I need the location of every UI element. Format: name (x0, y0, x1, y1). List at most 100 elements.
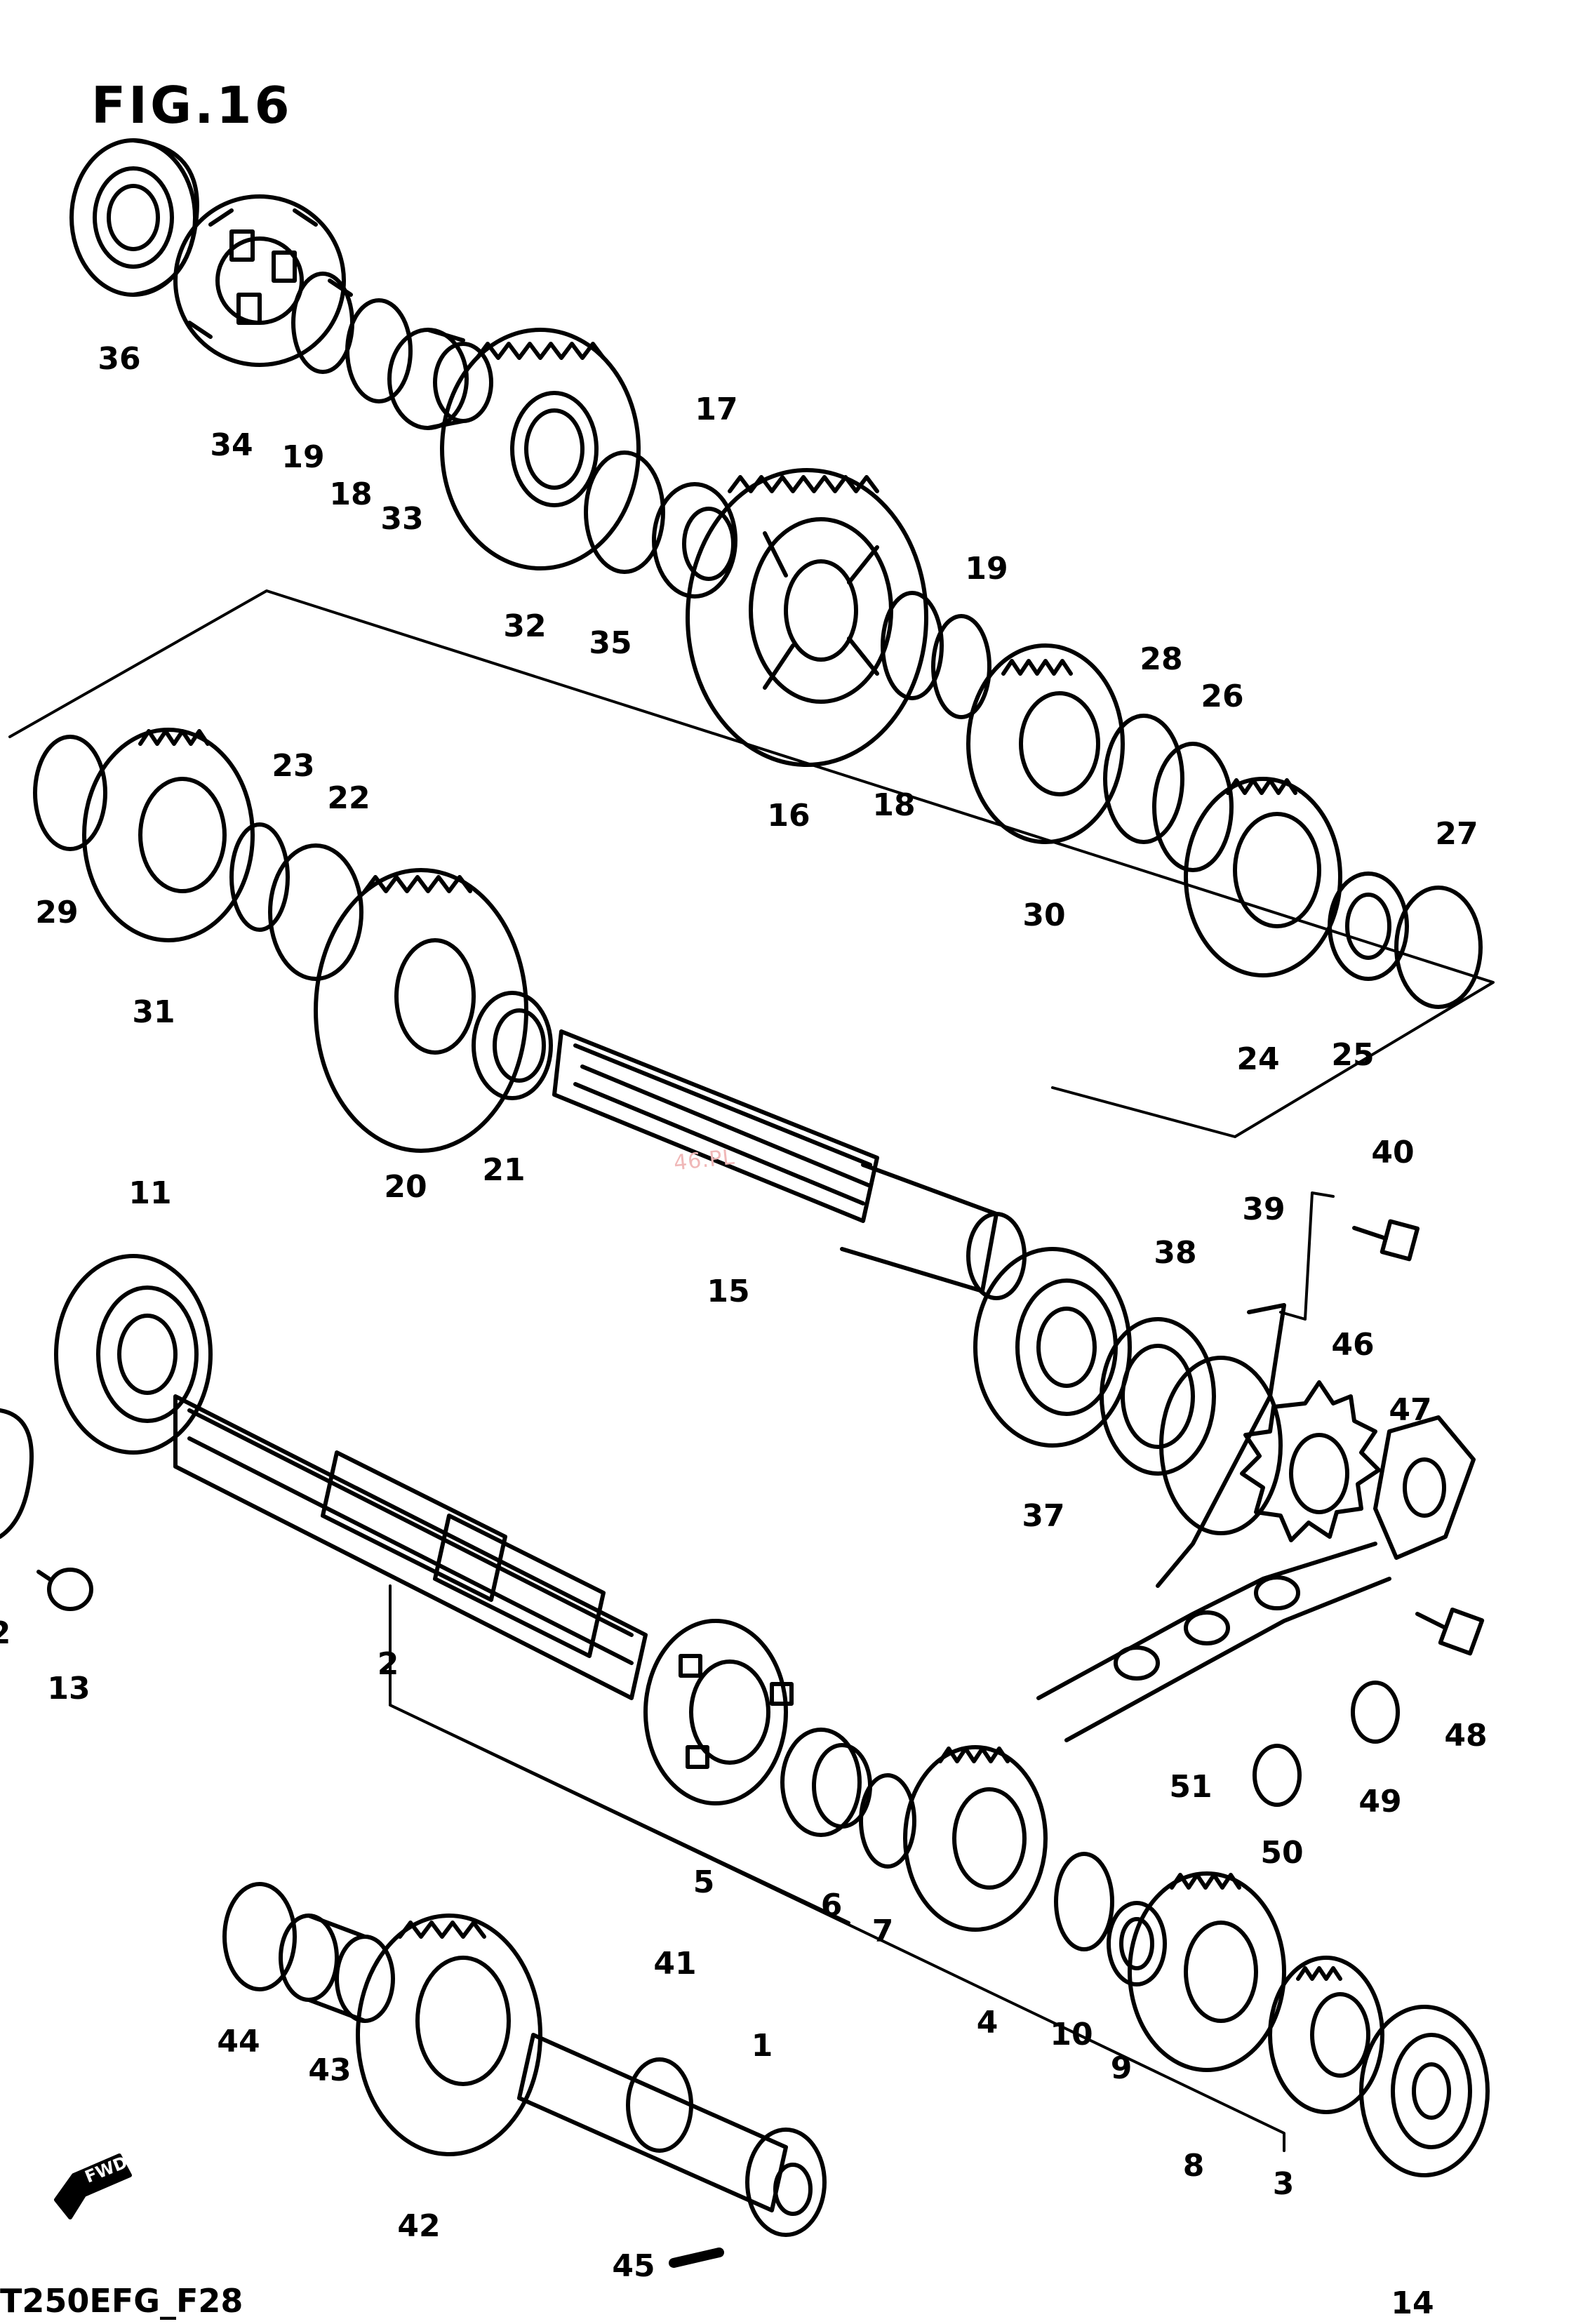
part-34-gear (173, 194, 353, 367)
label-2-left: 2 (0, 1618, 11, 1649)
fwd-arrow-icon (54, 2153, 132, 2219)
label-7: 7 (871, 1914, 894, 1949)
label-17: 17 (695, 392, 738, 427)
label-48: 48 (1444, 1718, 1488, 1754)
label-41: 41 (653, 1946, 697, 1982)
part-21-bushing (472, 991, 553, 1100)
label-31: 31 (132, 994, 175, 1030)
part-50-circlip (1253, 1744, 1302, 1807)
label-35: 35 (589, 625, 632, 661)
label-2: 2 (377, 1646, 399, 1682)
part-48-bolt (1415, 1607, 1485, 1656)
part-9-bushing (1107, 1901, 1167, 1986)
part-41-shaft (517, 2033, 827, 2237)
part-44-washer (222, 1882, 297, 1991)
part-32-gear (440, 328, 641, 570)
part-31-gear (82, 728, 255, 942)
label-21: 21 (482, 1152, 526, 1188)
part-6-bushing (780, 1728, 872, 1837)
label-33: 33 (380, 501, 424, 537)
part-2-driveshaft (173, 1394, 648, 1700)
label-18b: 18 (872, 787, 916, 823)
part-3-gear (1268, 1956, 1384, 2114)
label-42: 42 (397, 2208, 441, 2244)
part-19-circlip-b (931, 614, 991, 719)
label-9: 9 (1110, 2050, 1133, 2086)
part-7-washer (859, 1773, 916, 1869)
countershaft-group-frame (8, 589, 1495, 1138)
model-code: T250EFG_F28 (0, 2282, 243, 2320)
label-20: 20 (384, 1169, 427, 1205)
part-11-bearing (54, 1254, 213, 1455)
label-3: 3 (1272, 2166, 1295, 2202)
label-11: 11 (128, 1175, 172, 1211)
label-5: 5 (693, 1864, 715, 1900)
label-45: 45 (612, 2248, 655, 2284)
label-29: 29 (35, 895, 79, 930)
label-37: 37 (1022, 1498, 1065, 1534)
part-46-sprocket (1240, 1380, 1381, 1542)
label-32: 32 (503, 608, 547, 644)
part-13-bolt (36, 1568, 93, 1611)
label-10: 10 (1050, 2017, 1093, 2052)
bolt-group-frame (1279, 1191, 1335, 1321)
label-19: 19 (281, 439, 325, 475)
part-19-circlip (291, 272, 354, 374)
part-30-gear (966, 643, 1125, 844)
part-5-gear (643, 1619, 794, 1805)
part-14-bearing (1359, 2005, 1490, 2177)
label-44: 44 (217, 2024, 260, 2059)
figure-title: FIG.16 (91, 76, 293, 135)
part-29-circlip (33, 735, 107, 851)
label-27: 27 (1435, 816, 1478, 852)
label-8: 8 (1182, 2148, 1205, 2184)
label-38: 38 (1154, 1235, 1197, 1271)
label-15: 15 (707, 1274, 750, 1309)
label-16: 16 (767, 798, 810, 834)
part-28-lock-washer (1103, 714, 1184, 844)
label-23: 23 (272, 748, 315, 784)
label-47: 47 (1389, 1392, 1432, 1428)
label-51: 51 (1169, 1769, 1213, 1805)
label-28: 28 (1140, 641, 1183, 677)
part-20-gear (314, 868, 528, 1153)
label-18: 18 (329, 476, 373, 512)
label-24: 24 (1236, 1041, 1280, 1077)
part-39-plate (1156, 1303, 1286, 1588)
part-4-gear (903, 1745, 1048, 1932)
part-47-lock-plate (1373, 1415, 1476, 1560)
part-8-gear (1128, 1871, 1286, 2072)
part-15-countershaft (552, 1029, 1027, 1300)
label-40: 40 (1371, 1135, 1415, 1170)
part-26-washer (1152, 742, 1234, 872)
driveshaft-group-frame-2 (389, 1704, 850, 1924)
label-13: 13 (47, 1671, 91, 1707)
part-22-washer (268, 843, 363, 981)
label-25: 25 (1331, 1037, 1375, 1073)
label-22: 22 (327, 780, 370, 816)
part-51-chain (1036, 1542, 1391, 1742)
part-45-pin (669, 2248, 724, 2268)
label-34: 34 (210, 427, 253, 463)
label-46: 46 (1331, 1327, 1375, 1363)
label-36: 36 (98, 341, 141, 377)
part-43-bushing (279, 1914, 395, 2023)
part-18-washer-b (881, 591, 944, 700)
part-18-washer (345, 298, 413, 403)
part-40-bolt (1352, 1219, 1420, 1262)
part-38-oil-seal (1100, 1317, 1216, 1476)
cover-fragment (0, 1408, 34, 1539)
part-10-circlip (1054, 1852, 1114, 1951)
label-19b: 19 (965, 551, 1008, 587)
driveshaft-group-frame (389, 1584, 1285, 2152)
label-39: 39 (1242, 1191, 1285, 1227)
part-16-gear (686, 468, 928, 767)
label-4: 4 (976, 2005, 998, 2041)
part-36-bearing (69, 138, 199, 297)
label-43: 43 (308, 2052, 352, 2088)
label-14: 14 (1391, 2285, 1434, 2321)
label-26: 26 (1201, 679, 1244, 714)
part-25-bushing (1328, 872, 1409, 981)
label-1: 1 (751, 2028, 773, 2064)
label-30: 30 (1022, 897, 1066, 933)
